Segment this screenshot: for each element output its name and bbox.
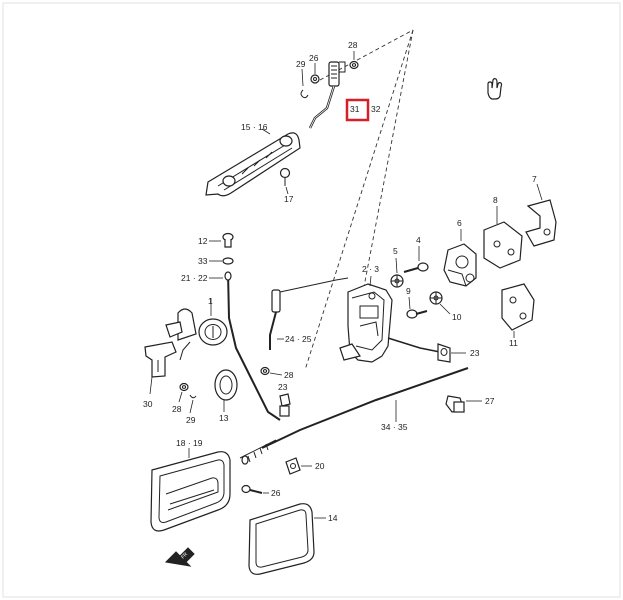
part-29-clip-lock[interactable] [189, 394, 197, 399]
label-29-lock[interactable]: 29 [186, 415, 196, 425]
part-28-clip-lock[interactable] [179, 382, 189, 392]
label-32[interactable]: 32 [371, 104, 381, 114]
part-26-screw[interactable] [241, 484, 263, 494]
part-23-clip-right[interactable] [437, 343, 451, 363]
label-23-mid[interactable]: 23 [278, 382, 288, 392]
label-34-35[interactable]: 34 · 35 [381, 422, 408, 432]
part-1-lock-cylinder[interactable] [165, 308, 228, 361]
label-26-top[interactable]: 26 [309, 53, 319, 63]
svg-text:FR: FR [180, 551, 189, 560]
part-28-clip-mid[interactable] [260, 366, 270, 376]
part-6-striker[interactable] [443, 243, 477, 287]
part-7-plate[interactable] [525, 199, 557, 247]
label-17[interactable]: 17 [284, 194, 294, 204]
label-5[interactable]: 5 [393, 246, 398, 256]
label-24-25[interactable]: 24 · 25 [285, 334, 312, 344]
part-2-3-door-lock-assembly[interactable] [339, 283, 441, 363]
part-28-clip-top[interactable] [349, 60, 359, 70]
part-26-spring-top[interactable] [310, 74, 320, 84]
label-27[interactable]: 27 [485, 396, 495, 406]
part-11-plate[interactable] [501, 283, 535, 331]
part-31-32-rod[interactable] [308, 61, 346, 129]
part-20-clip[interactable] [285, 457, 301, 475]
part-21-22-rod[interactable] [224, 271, 281, 421]
label-31[interactable]: 31 [350, 104, 360, 114]
label-9[interactable]: 9 [406, 286, 411, 296]
label-20[interactable]: 20 [315, 461, 325, 471]
part-13-ring-seal[interactable] [214, 369, 238, 401]
part-9-screw[interactable] [406, 309, 428, 319]
label-14[interactable]: 14 [328, 513, 338, 523]
part-23-clip-mid[interactable] [279, 393, 291, 417]
label-6[interactable]: 6 [457, 218, 462, 228]
label-30[interactable]: 30 [143, 399, 153, 409]
highlight-box-31 [345, 98, 370, 122]
label-12[interactable]: 12 [198, 236, 208, 246]
label-29-top[interactable]: 29 [296, 59, 306, 69]
label-28-mid[interactable]: 28 [284, 370, 294, 380]
label-23-right[interactable]: 23 [470, 348, 480, 358]
label-1[interactable]: 1 [208, 296, 213, 306]
hand-cursor-icon [487, 78, 503, 100]
label-8[interactable]: 8 [493, 195, 498, 205]
part-29-clip-top[interactable] [300, 89, 309, 99]
label-18-19[interactable]: 18 · 19 [176, 438, 203, 448]
label-28-top[interactable]: 28 [348, 40, 358, 50]
part-8-shim[interactable] [483, 221, 523, 269]
part-4-bolt[interactable] [403, 262, 429, 273]
label-2-3[interactable]: 2 · 3 [362, 264, 379, 274]
label-4[interactable]: 4 [416, 235, 421, 245]
part-27-clip[interactable] [445, 395, 465, 413]
label-11[interactable]: 11 [509, 338, 518, 348]
part-34-35-long-rod[interactable] [239, 367, 469, 465]
label-28-lock[interactable]: 28 [172, 404, 182, 414]
label-26-screw[interactable]: 26 [271, 488, 281, 498]
label-15-16[interactable]: 15 · 16 [241, 122, 268, 132]
part-17-screw[interactable] [279, 167, 291, 187]
label-33[interactable]: 33 [198, 256, 208, 266]
front-arrow-icon: FR [164, 547, 195, 567]
part-14-handle-pad[interactable] [248, 503, 315, 575]
guide-line-left [304, 29, 414, 371]
part-30-lock-key[interactable] [144, 341, 177, 378]
part-10-washer[interactable] [429, 291, 443, 305]
part-15-16-inside-handle[interactable] [205, 132, 301, 197]
part-18-19-outside-handle[interactable] [150, 451, 231, 532]
part-5-washer[interactable] [390, 274, 404, 288]
label-7[interactable]: 7 [532, 174, 537, 184]
label-10[interactable]: 10 [452, 312, 462, 322]
label-21-22[interactable]: 21 · 22 [181, 273, 208, 283]
part-12-bolt[interactable] [222, 232, 234, 248]
label-13[interactable]: 13 [219, 413, 229, 423]
part-24-25-rod[interactable] [269, 277, 349, 350]
part-33-washer[interactable] [222, 257, 234, 265]
